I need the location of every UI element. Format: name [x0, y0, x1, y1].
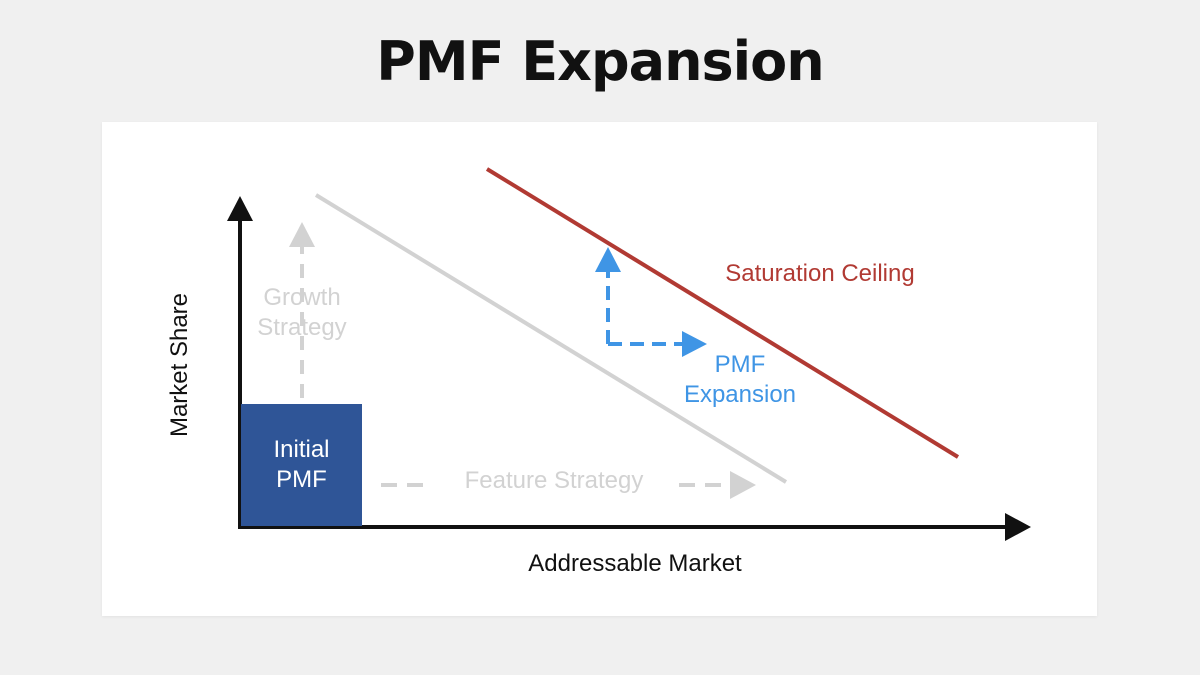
saturation-ceiling-line — [485, 167, 960, 459]
page-title: PMF Expansion — [376, 30, 824, 93]
pmf-expansion-right-arrowhead — [682, 331, 707, 357]
y-axis-arrowhead — [227, 196, 253, 221]
y-axis-label: Market Share — [166, 292, 193, 438]
saturation-ceiling-label: Saturation Ceiling — [725, 260, 915, 287]
feature-strategy-arrowhead — [730, 471, 756, 499]
initial-pmf-box: Initial PMF — [241, 404, 362, 526]
x-axis-arrowhead — [1005, 513, 1031, 541]
initial-pmf-label: Initial PMF — [273, 436, 330, 493]
original-boundary-line — [314, 193, 788, 484]
pmf-expansion-label: PMF Expansion — [683, 351, 797, 408]
x-axis-label: Addressable Market — [528, 550, 742, 577]
growth-strategy-label: Growth Strategy — [257, 284, 347, 341]
pmf-expansion-up-arrowhead — [595, 247, 621, 272]
feature-strategy-label: Feature Strategy — [464, 467, 644, 494]
growth-strategy-arrowhead — [289, 222, 315, 247]
